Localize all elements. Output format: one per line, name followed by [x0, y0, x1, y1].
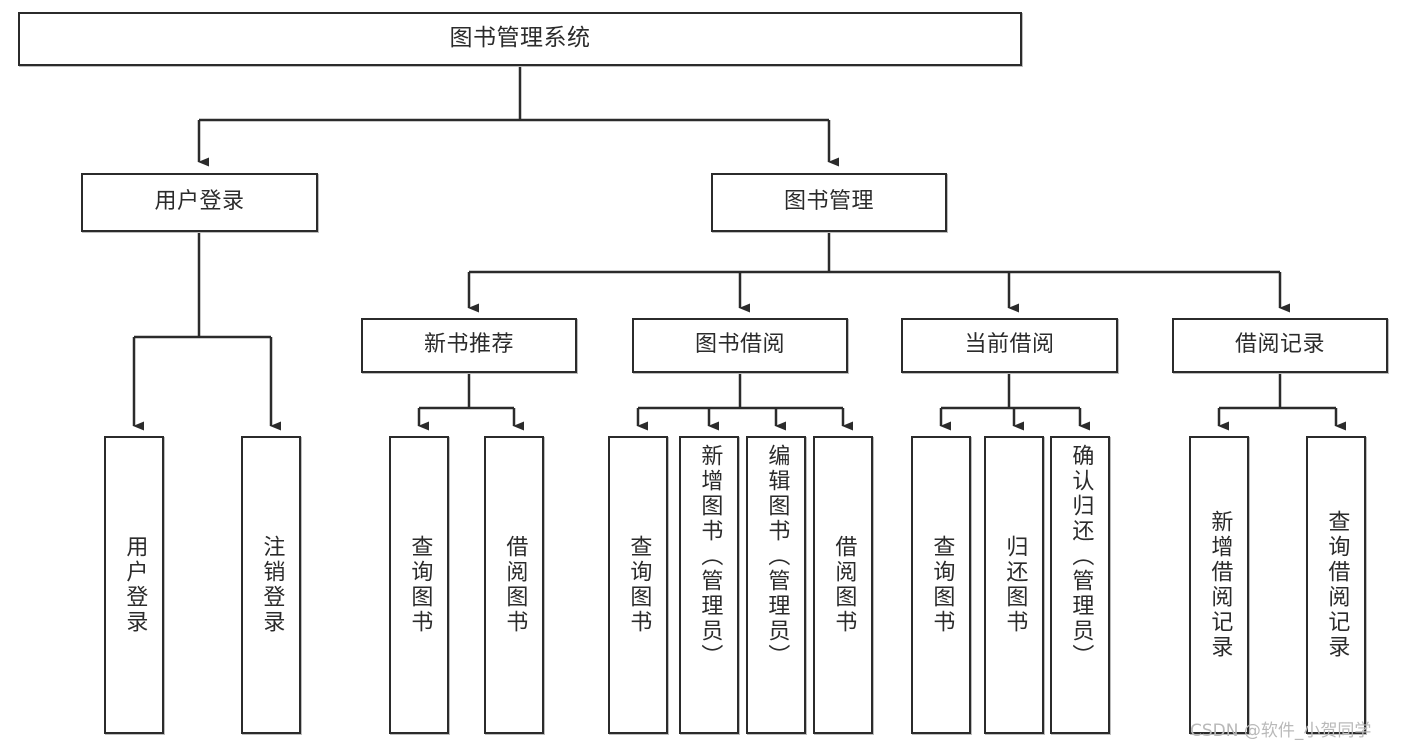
leaf-return-book-label: 归还图书	[1002, 535, 1028, 635]
leaf-add-borrow-record-label: 新增借阅记录	[1207, 510, 1233, 660]
leaf-return-book[interactable]: 归还图书	[984, 436, 1044, 734]
leaf-borrow-book-recommend-label: 借阅图书	[502, 535, 528, 635]
node-book-borrow[interactable]: 图书借阅	[632, 318, 848, 373]
leaf-query-book-recommend[interactable]: 查询图书	[389, 436, 449, 734]
node-user-login[interactable]: 用户登录	[81, 173, 318, 232]
leaf-borrow-book-recommend[interactable]: 借阅图书	[484, 436, 544, 734]
leaf-query-borrow-record[interactable]: 查询借阅记录	[1306, 436, 1366, 734]
leaf-edit-book-admin-label: 编辑图书（管理员）	[764, 444, 790, 669]
node-borrow-record-label: 借阅记录	[1234, 332, 1325, 358]
node-user-login-label: 用户登录	[154, 189, 245, 215]
leaf-logout[interactable]: 注销登录	[241, 436, 301, 734]
leaf-borrow-book[interactable]: 借阅图书	[813, 436, 873, 734]
leaf-query-borrow-record-label: 查询借阅记录	[1324, 510, 1350, 660]
node-current-borrow-label: 当前借阅	[964, 332, 1055, 358]
leaf-user-login-label: 用户登录	[122, 535, 148, 635]
leaf-edit-book-admin[interactable]: 编辑图书（管理员）	[746, 436, 806, 734]
node-borrow-record[interactable]: 借阅记录	[1172, 318, 1388, 373]
node-root-label: 图书管理系统	[449, 25, 591, 52]
leaf-confirm-return-admin-label: 确认归还（管理员）	[1068, 444, 1094, 669]
node-current-borrow[interactable]: 当前借阅	[901, 318, 1118, 373]
leaf-query-book-borrow[interactable]: 查询图书	[608, 436, 668, 734]
leaf-borrow-book-label: 借阅图书	[831, 535, 857, 635]
leaf-query-book-current-label: 查询图书	[929, 535, 955, 635]
leaf-query-book-current[interactable]: 查询图书	[911, 436, 971, 734]
node-book-management[interactable]: 图书管理	[711, 173, 947, 232]
csdn-watermark: CSDN @软件_小贺同学	[1190, 721, 1372, 741]
leaf-query-book-borrow-label: 查询图书	[626, 535, 652, 635]
leaf-add-borrow-record[interactable]: 新增借阅记录	[1189, 436, 1249, 734]
node-new-book-recommend[interactable]: 新书推荐	[361, 318, 577, 373]
leaf-logout-label: 注销登录	[259, 535, 285, 635]
node-book-borrow-label: 图书借阅	[694, 332, 785, 358]
node-book-management-label: 图书管理	[783, 189, 874, 215]
leaf-query-book-recommend-label: 查询图书	[407, 535, 433, 635]
leaf-add-book-admin-label: 新增图书（管理员）	[697, 444, 723, 669]
leaf-add-book-admin[interactable]: 新增图书（管理员）	[679, 436, 739, 734]
leaf-confirm-return-admin[interactable]: 确认归还（管理员）	[1050, 436, 1110, 734]
node-root[interactable]: 图书管理系统	[18, 12, 1022, 66]
leaf-user-login[interactable]: 用户登录	[104, 436, 164, 734]
node-new-book-recommend-label: 新书推荐	[423, 332, 514, 358]
